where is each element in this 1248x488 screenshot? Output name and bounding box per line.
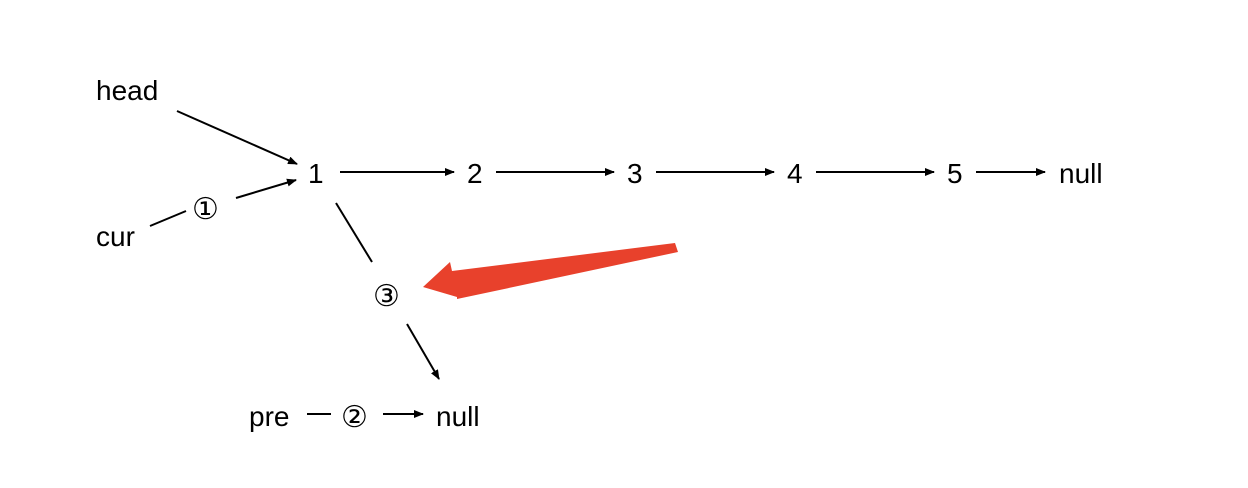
head-label: head <box>96 75 158 106</box>
null-pre: null <box>436 401 480 432</box>
step-3-marker: ③ <box>373 279 400 314</box>
edge-1-to-step3 <box>335 202 373 263</box>
node-1: 1 <box>308 158 324 189</box>
node-4: 4 <box>787 158 803 189</box>
node-2: 2 <box>467 158 483 189</box>
edge-step3-to-null-pre <box>406 323 440 380</box>
node-5: 5 <box>947 158 963 189</box>
edge-cur-to-step1 <box>149 210 187 227</box>
red-highlight-arrow <box>423 243 678 299</box>
edge-step1-to-1 <box>235 178 297 199</box>
pre-label: pre <box>249 401 289 432</box>
node-3: 3 <box>627 158 643 189</box>
null-main: null <box>1059 158 1103 189</box>
cur-label: cur <box>96 221 135 252</box>
step-2-marker: ② <box>341 400 368 435</box>
edge-head-to-1 <box>176 110 298 165</box>
step-1-marker: ① <box>192 192 219 227</box>
